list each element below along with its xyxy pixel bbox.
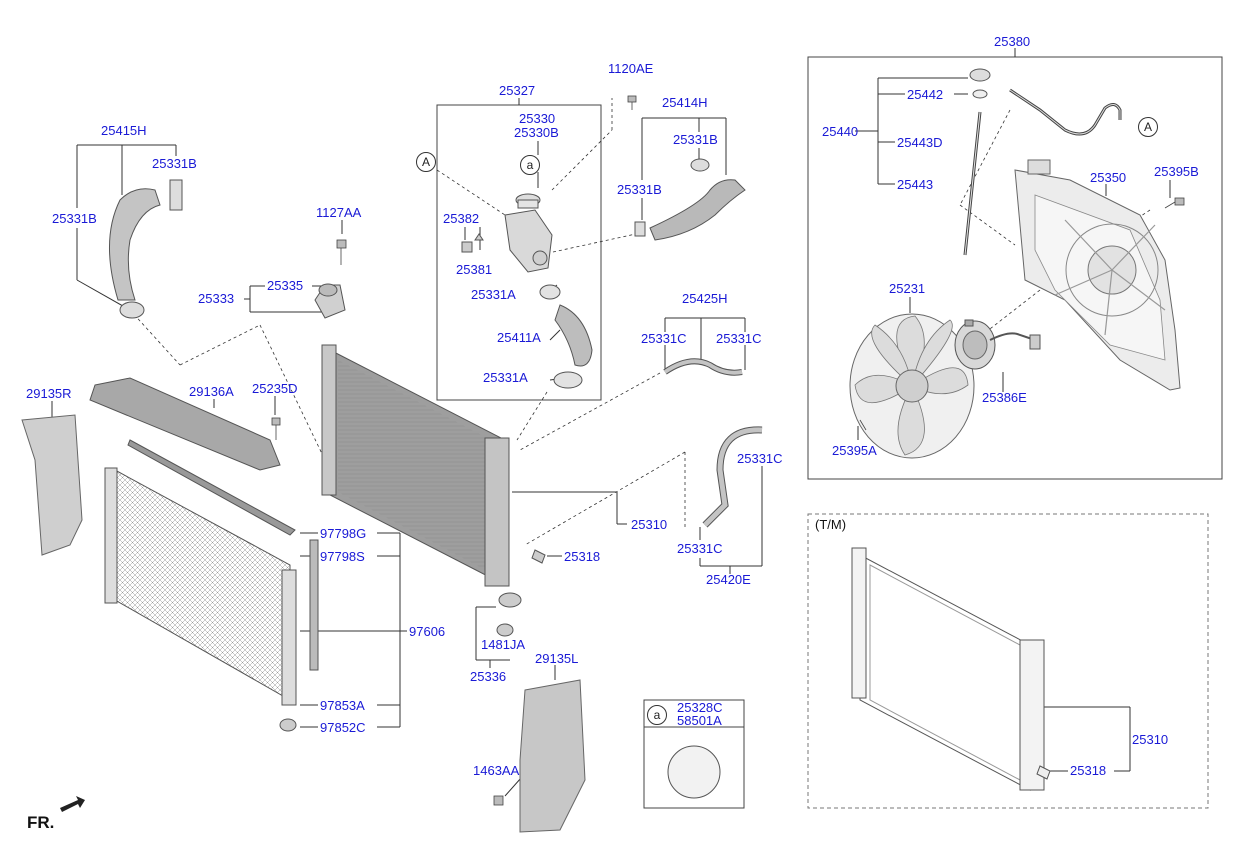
part-25331B-left-top[interactable]: 25331B (152, 156, 197, 171)
part-97852C[interactable]: 97852C (320, 720, 366, 735)
tm-box (807, 513, 1209, 809)
part-97798S[interactable]: 97798S (320, 549, 365, 564)
part-25331C-c[interactable]: 25331C (737, 451, 783, 466)
front-arrow-icon (60, 796, 85, 812)
part-25331C-d[interactable]: 25331C (677, 541, 723, 556)
overflow-cap (963, 68, 1122, 256)
part-25382[interactable]: 25382 (443, 211, 480, 226)
part-25331B-left[interactable]: 25331B (52, 211, 97, 226)
part-25330[interactable]: 25330 (519, 111, 556, 126)
part-25328C[interactable]: 25328C (677, 700, 723, 715)
part-29135R[interactable]: 29135R (26, 386, 72, 401)
part-25331B-clamp-upper[interactable]: 25331B (673, 132, 718, 147)
part-25327[interactable]: 25327 (499, 83, 536, 98)
part-25380[interactable]: 25380 (994, 34, 1031, 49)
part-25336[interactable]: 25336 (470, 669, 507, 684)
part-25318-tm[interactable]: 25318 (1070, 763, 1107, 778)
part-97853A[interactable]: 97853A (320, 698, 365, 713)
radiator-main (321, 344, 546, 637)
part-25335[interactable]: 25335 (267, 278, 304, 293)
part-25235D[interactable]: 25235D (252, 381, 298, 396)
part-25395B[interactable]: 25395B (1154, 164, 1199, 179)
ref-A-reservoir: A (416, 152, 436, 172)
part-1463AA[interactable]: 1463AA (473, 763, 520, 778)
part-25440[interactable]: 25440 (822, 124, 859, 139)
part-25331A-bottom[interactable]: 25331A (483, 370, 528, 385)
part-25333[interactable]: 25333 (198, 291, 235, 306)
part-29136A[interactable]: 29136A (189, 384, 234, 399)
part-1481JA[interactable]: 1481JA (481, 637, 526, 652)
tm-section-label: (T/M) (815, 517, 847, 532)
part-25443D[interactable]: 25443D (897, 135, 943, 150)
part-97798G[interactable]: 97798G (320, 526, 367, 541)
part-25331C-a[interactable]: 25331C (641, 331, 687, 346)
part-25443[interactable]: 25443 (897, 177, 934, 192)
part-25310[interactable]: 25310 (631, 517, 668, 532)
part-97606[interactable]: 97606 (409, 624, 446, 639)
bypass-hose (663, 358, 743, 376)
part-25310-tm[interactable]: 25310 (1132, 732, 1169, 747)
ref-a-reservoir: a (520, 155, 540, 175)
radiator-cap (667, 745, 721, 799)
part-25331C-b[interactable]: 25331C (716, 331, 762, 346)
lower-hose (702, 426, 763, 528)
part-25331A-top[interactable]: 25331A (471, 287, 516, 302)
part-25420E[interactable]: 25420E (706, 572, 751, 587)
part-25231[interactable]: 25231 (889, 281, 926, 296)
part-1120AE[interactable]: 1120AE (608, 61, 654, 76)
part-1127AA[interactable]: 1127AA (316, 205, 362, 220)
part-25411A[interactable]: 25411A (497, 330, 541, 345)
upper-hose (634, 158, 746, 241)
part-25414H[interactable]: 25414H (662, 95, 708, 110)
ref-a-cap: a (647, 705, 667, 725)
part-25331B-hose-upper[interactable]: 25331B (617, 182, 662, 197)
coolant-reservoir (461, 193, 593, 389)
air-guards (21, 377, 586, 833)
front-direction-label: FR. (27, 813, 55, 832)
bracket (314, 283, 346, 319)
part-25386E[interactable]: 25386E (982, 390, 1027, 405)
bolts (271, 95, 1185, 806)
cooling-fan (849, 313, 975, 459)
part-58501A[interactable]: 58501A (677, 713, 722, 728)
cap-box (643, 699, 745, 809)
part-25318[interactable]: 25318 (564, 549, 601, 564)
fan-motor (954, 319, 1041, 370)
part-25442[interactable]: 25442 (907, 87, 944, 102)
part-25425H[interactable]: 25425H (682, 291, 728, 306)
part-25395A[interactable]: 25395A (832, 443, 877, 458)
part-29135L[interactable]: 29135L (535, 651, 579, 666)
ref-A-fan: A (1138, 117, 1158, 137)
part-25350[interactable]: 25350 (1090, 170, 1127, 185)
condenser (104, 467, 319, 732)
left-hose (108, 179, 183, 319)
radiator-tm (851, 547, 1051, 791)
part-25381[interactable]: 25381 (456, 262, 493, 277)
part-25330B[interactable]: 25330B (514, 125, 559, 140)
part-25415H[interactable]: 25415H (101, 123, 147, 138)
fan-shroud (1014, 159, 1181, 391)
